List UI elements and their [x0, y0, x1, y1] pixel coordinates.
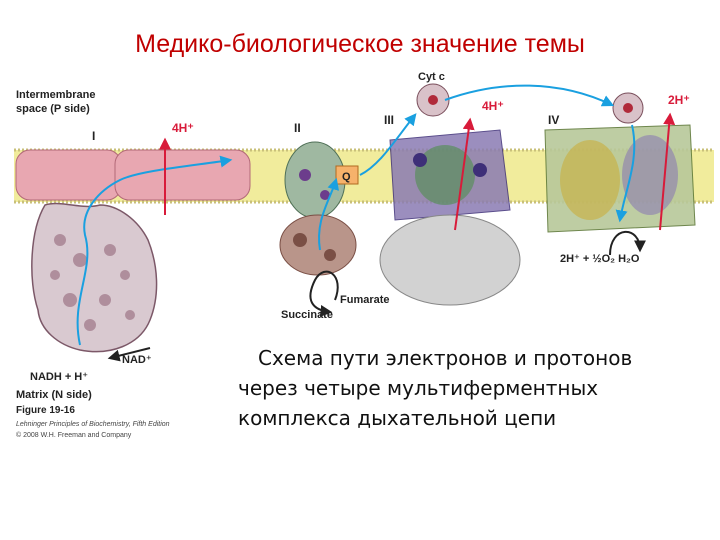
complex-iv [544, 124, 696, 233]
proton-iii-label: 4H⁺ [482, 99, 504, 113]
oxygen-reaction-label: 2H⁺ + ½O₂ H₂O [560, 253, 640, 265]
cyt-c [416, 83, 644, 124]
nad-plus-label: NAD⁺ [122, 354, 152, 366]
complex-iv-label: IV [548, 113, 559, 127]
proton-iv-label: 2H⁺ [668, 93, 690, 107]
matrix-label: Matrix (N side) [16, 389, 92, 401]
proton-i-label: 4H⁺ [172, 121, 194, 135]
complex-iii [379, 129, 521, 306]
page-title: Медико-биологическое значение темы [135, 30, 585, 58]
caption-line-2: через четыре мультиферментных [238, 376, 599, 400]
complex-i-label: I [92, 129, 95, 143]
caption: Схема пути электронов и протонов через ч… [238, 343, 708, 433]
figure-number: Figure 19-16 [16, 405, 75, 416]
succinate-label: Succinate [281, 309, 333, 321]
complex-i-texture [50, 234, 135, 331]
q-label: Q [342, 171, 351, 183]
q-box [335, 165, 359, 185]
intermembrane-label-2: space (P side) [16, 103, 90, 115]
caption-line-3: комплекса дыхательной цепи [238, 406, 557, 430]
cyt-c-label: Cyt c [418, 71, 445, 83]
complex-ii-label: II [294, 121, 301, 135]
complex-i-matrix-arm [31, 202, 158, 353]
reaction-arrows [107, 230, 646, 362]
nadh-label: NADH + H⁺ [30, 371, 88, 383]
fumarate-label: Fumarate [340, 294, 390, 306]
book-credit: Lehninger Principles of Biochemistry, Fi… [16, 421, 170, 428]
electron-paths [76, 84, 636, 346]
proton-arrows [159, 112, 676, 231]
copyright: © 2008 W.H. Freeman and Company [16, 431, 132, 439]
complex-iii-label: III [384, 113, 394, 127]
caption-line-1: Схема пути электронов и протонов [258, 346, 633, 370]
complex-ii [279, 141, 357, 276]
intermembrane-label: Intermembrane [16, 89, 95, 101]
